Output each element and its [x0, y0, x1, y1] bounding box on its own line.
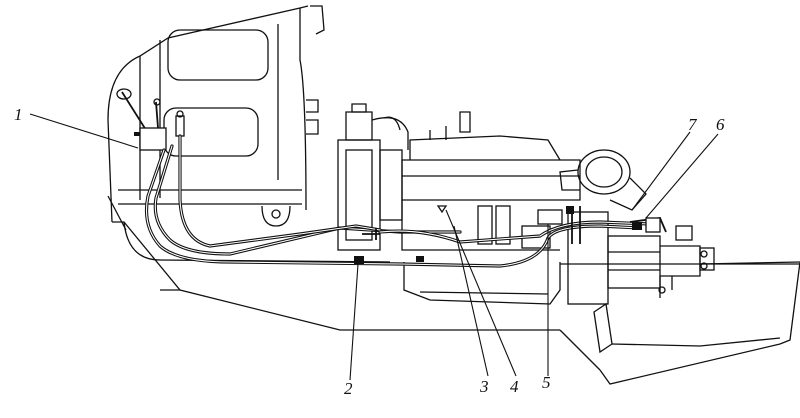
callout-2: 2 [344, 379, 353, 398]
callout-4: 4 [510, 377, 519, 396]
transmission [567, 211, 715, 305]
cab-window-upper [167, 29, 269, 81]
callout-7: 7 [688, 115, 698, 134]
callout-labels: 1 2 3 4 5 6 7 [14, 105, 725, 398]
leader-lines [29, 113, 719, 381]
rear-frame [559, 261, 800, 385]
engine [337, 103, 581, 305]
callout-5: 5 [542, 373, 551, 392]
callout-3: 3 [479, 377, 489, 396]
cab-outline [107, 5, 325, 227]
hose-clamps [354, 206, 666, 294]
valve-block [139, 127, 167, 151]
air-cleaner [559, 149, 647, 211]
control-levers [116, 88, 185, 151]
callout-6: 6 [716, 115, 725, 134]
callout-1: 1 [14, 105, 23, 124]
